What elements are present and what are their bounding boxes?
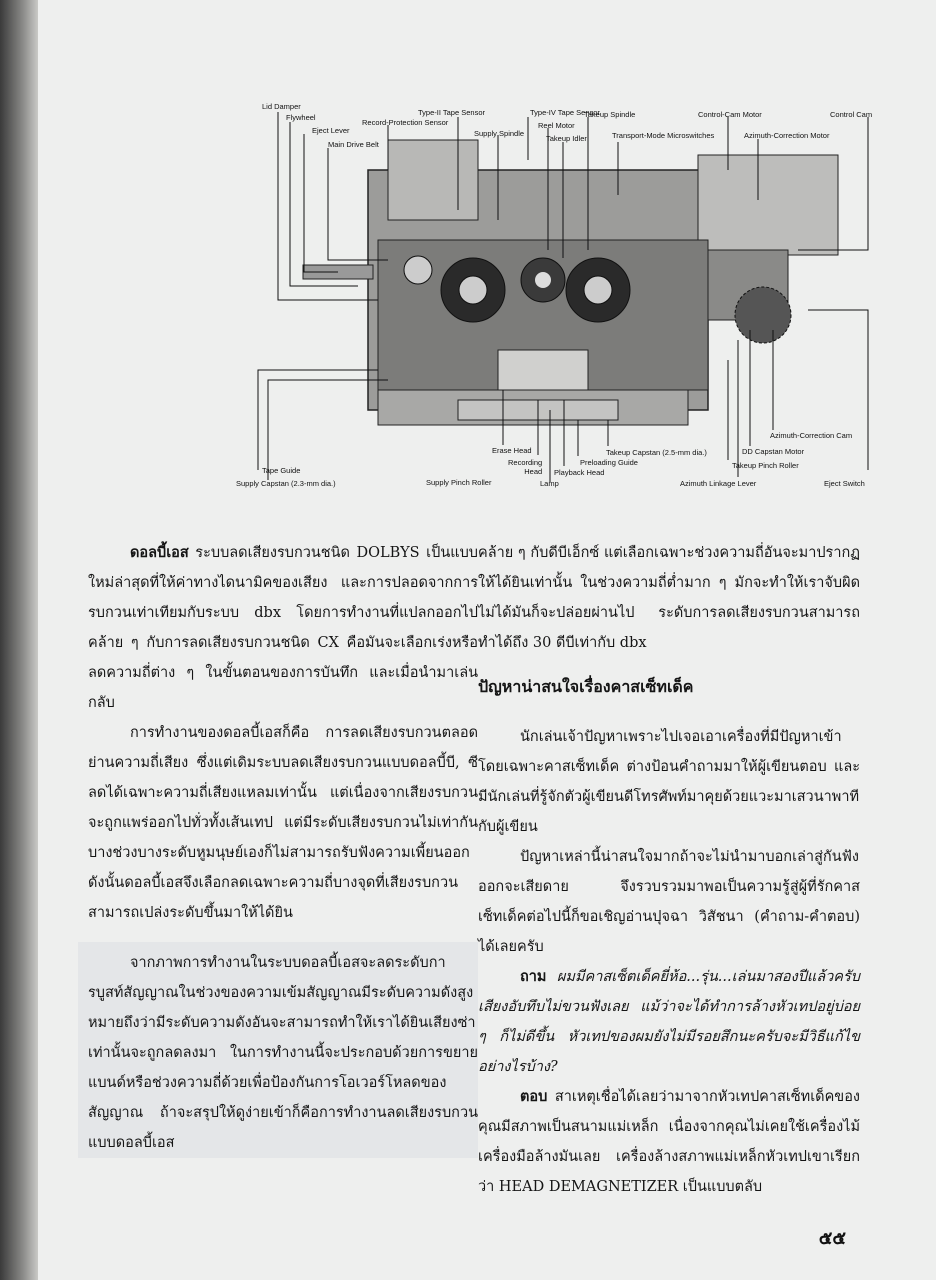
label-takeup-pinch-roller: Takeup Pinch Roller [732,461,799,470]
paragraph-question: ถาม ผมมีคาสเซ็ตเด็คยี่ห้อ...รุ่น...เล่นม… [478,962,860,1082]
section-heading: ปัญหาน่าสนใจเรื่องคาสเซ็ทเด็ค [478,677,694,696]
label-azimuth-correction-motor: Azimuth-Correction Motor [744,131,830,140]
keyword-dolby-s: ดอลบี้เอส [130,544,189,561]
paragraph-intro-problems: นักเล่นเจ้าปัญหาเพราะไปเจอเอาเครื่องที่ม… [478,729,860,835]
label-azimuth-linkage-lever: Azimuth Linkage Lever [680,479,757,488]
label-erase-head: Erase Head [492,446,532,455]
label-type-ii-tape-sensor: Type-II Tape Sensor [418,108,485,117]
book-spine-shadow [0,0,38,1280]
label-type-iv-tape-sensor: Type-IV Tape Sensor [530,108,600,117]
paragraph-continuation: คล้าย ๆ กับดีบีเอ็กซ์ แต่เลือกเฉพาะช่วงค… [478,545,860,651]
label-dd-capstan-motor: DD Capstan Motor [742,447,805,456]
left-text-column: ดอลบี้เอส ระบบลดเสียงรบกวนชนิด DOLBYS เป… [78,538,478,1158]
answer-text: สาเหตุเชื่อได้เลยว่ามาจากหัวเทปคาสเซ็ทเด… [478,1089,860,1195]
label-takeup-capstan: Takeup Capstan (2.5-mm dia.) [606,448,707,457]
mechanism-illustration [257,112,869,482]
label-preloading-guide: Preloading Guide [580,458,638,467]
question-text: ผมมีคาสเซ็ตเด็คยี่ห้อ...รุ่น...เล่นมาสอง… [478,969,860,1075]
label-azimuth-correction-cam: Azimuth-Correction Cam [770,431,853,440]
label-flywheel: Flywheel [286,113,316,122]
paragraph-dolby-s-operation: การทำงานของดอลบี้เอสก็คือ การลดเสียงรบกว… [88,725,478,921]
label-reel-motor: Reel Motor [538,121,575,130]
page-number: ๕๕ [818,1228,846,1249]
label-takeup-spindle: Takeup Spindle [584,110,636,119]
label-recording-head: Recording Head [508,458,543,476]
label-control-cam-motor: Control-Cam Motor [698,110,762,119]
paragraph-dolby-s-summary: จากภาพการทำงานในระบบดอลบี้เอสจะลดระดับกา… [78,942,478,1158]
magazine-page: Lid Damper Flywheel Eject Lever Main Dri… [38,0,936,1280]
label-supply-pinch-roller: Supply Pinch Roller [426,478,492,487]
keyword-question: ถาม [520,968,547,985]
right-text-column: คล้าย ๆ กับดีบีเอ็กซ์ แต่เลือกเฉพาะช่วงค… [478,538,860,1202]
label-eject-switch: Eject Switch [824,479,865,488]
label-main-drive-belt: Main Drive Belt [328,140,379,149]
paragraph-qa-intro: ปัญหาเหล่านี้น่าสนใจมากถ้าจะไม่นำมาบอกเล… [478,849,860,955]
paragraph-dolby-s-intro: ดอลบี้เอส ระบบลดเสียงรบกวนชนิด DOLBYS เป… [88,538,478,718]
label-supply-capstan: Supply Capstan (2.3-mm dia.) [236,479,336,488]
label-supply-spindle: Supply Spindle [474,129,525,138]
label-lamp: Lamp [540,479,559,488]
label-control-cam: Control Cam [830,110,873,119]
label-lid-damper: Lid Damper [262,102,301,111]
label-transport-mode-microswitches: Transport-Mode Microswitches [612,131,715,140]
label-tape-guide: Tape Guide [262,466,301,475]
label-takeup-idler: Takeup Idler [546,134,587,143]
cassette-mechanism-diagram: Lid Damper Flywheel Eject Lever Main Dri… [228,100,888,500]
paragraph-answer: ตอบ สาเหตุเชื่อได้เลยว่ามาจากหัวเทปคาสเซ… [478,1082,860,1202]
label-playback-head: Playback Head [554,468,605,477]
keyword-answer: ตอบ [520,1088,548,1105]
label-record-protection-sensor: Record-Protection Sensor [362,118,449,127]
label-eject-lever: Eject Lever [312,126,350,135]
paragraph-text: ระบบลดเสียงรบกวนชนิด DOLBYS เป็นแบบใหม่ล… [88,545,478,711]
